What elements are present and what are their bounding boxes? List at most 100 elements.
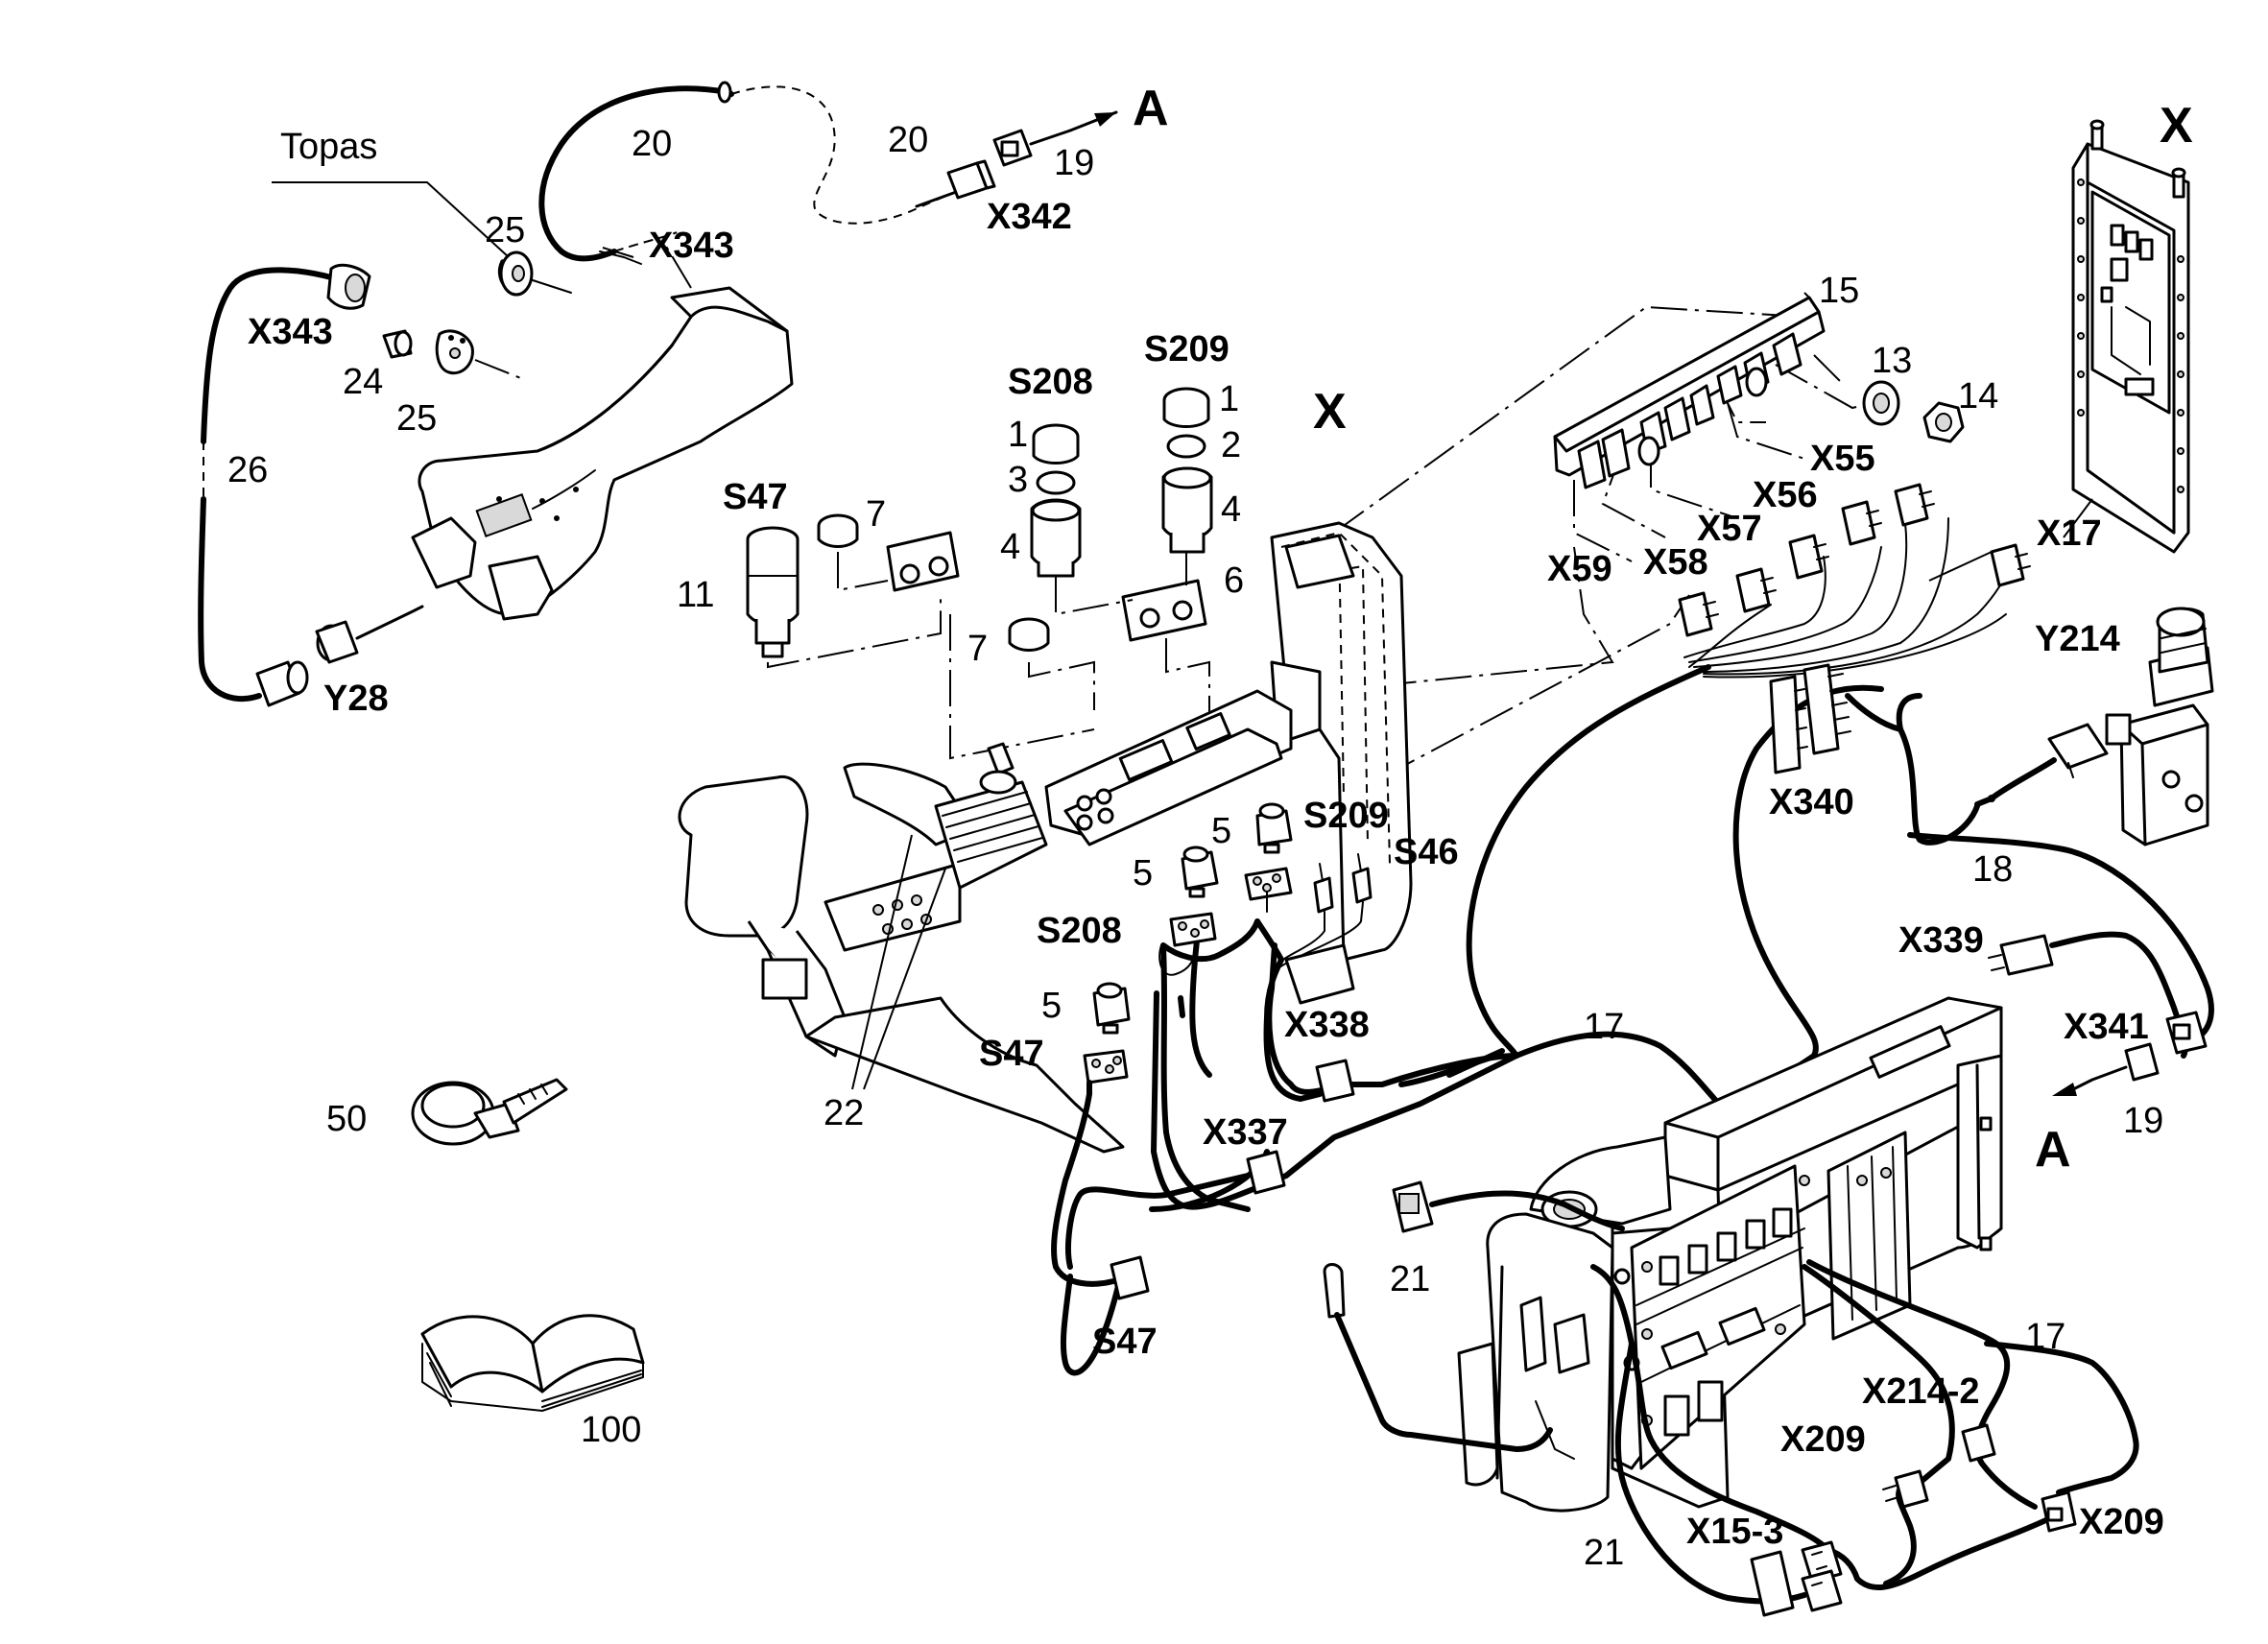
panel-15: [1553, 296, 1826, 489]
parts-13-14: [1862, 380, 1965, 443]
harness-17: [1060, 664, 1884, 1376]
label-24: 24: [343, 362, 383, 402]
label-s209-mid: S209: [1303, 796, 1389, 836]
connector-x342: [915, 110, 1118, 208]
label-x209a: X209: [1780, 1419, 1866, 1460]
label-7a: 7: [866, 494, 886, 535]
label-22: 22: [824, 1093, 864, 1133]
label-21b: 21: [1584, 1533, 1624, 1573]
label-x17: X17: [2037, 513, 2102, 554]
label-x343-left: X343: [248, 312, 333, 352]
label-100: 100: [581, 1410, 641, 1450]
label-4b: 4: [1221, 489, 1241, 530]
label-x-right: X: [2160, 98, 2193, 154]
wires-x55-x59: [1683, 517, 2012, 679]
label-25b: 25: [396, 398, 437, 439]
label-x343-top: X343: [649, 226, 734, 266]
label-5c: 5: [1041, 986, 1062, 1026]
label-x340: X340: [1769, 782, 1854, 822]
label-x342: X342: [987, 197, 1072, 237]
mid-switch-parts: [1083, 802, 1373, 1084]
cable-tie-50: [411, 1078, 568, 1146]
label-x341: X341: [2064, 1007, 2149, 1047]
label-s47-top: S47: [723, 477, 788, 517]
label-s47-bottom: S47: [1092, 1322, 1158, 1362]
operator-seat-joystick: [678, 742, 1125, 1154]
label-20a: 20: [632, 124, 672, 164]
label-25a: 25: [485, 210, 525, 250]
harness-mid: [1051, 918, 1500, 1287]
mid-connectors: [1110, 1059, 1355, 1300]
label-5b: 5: [1133, 853, 1153, 893]
label-x58: X58: [1643, 542, 1708, 583]
label-s208-mid: S208: [1037, 911, 1122, 951]
label-x15-3: X15-3: [1686, 1512, 1783, 1552]
cable-26: [198, 263, 371, 707]
label-x339: X339: [1898, 920, 1984, 961]
label-50: 50: [326, 1099, 367, 1139]
label-15: 15: [1819, 271, 1859, 311]
leader-22: [851, 834, 946, 1090]
label-1a: 1: [1008, 415, 1028, 455]
label-19a: 19: [1054, 143, 1094, 183]
connector-y28: [315, 605, 424, 664]
label-x55: X55: [1810, 439, 1875, 479]
label-a-bottom: A: [2035, 1122, 2071, 1178]
label-2: 2: [1221, 425, 1241, 465]
connector-x340: [1769, 663, 1851, 774]
connector-x341: [2052, 1011, 2208, 1096]
part-7-caps: [817, 513, 1050, 652]
label-21a: 21: [1390, 1259, 1430, 1299]
label-y28: Y28: [323, 679, 389, 719]
label-14: 14: [1958, 376, 1998, 417]
mount-plates: [886, 531, 1207, 642]
cable-18: [1845, 693, 2214, 1044]
label-13: 13: [1872, 341, 1912, 381]
label-s47-mid: S47: [979, 1034, 1044, 1074]
parts-s209-stack: [1161, 387, 1213, 554]
leader-lines: [1803, 292, 2093, 582]
console-housing: [1044, 521, 1413, 962]
label-17a: 17: [1584, 1007, 1624, 1047]
label-x-mid: X: [1313, 384, 1347, 440]
label-x57: X57: [1697, 509, 1762, 549]
label-x214-2: X214-2: [1862, 1371, 1980, 1412]
connector-x343-top: [497, 247, 642, 297]
label-3: 3: [1008, 460, 1028, 500]
parts-s208-stack: [1030, 423, 1082, 578]
label-x338: X338: [1284, 1005, 1370, 1045]
label-18: 18: [1972, 849, 2013, 890]
label-x56: X56: [1753, 475, 1818, 515]
label-topas: Topas: [280, 127, 377, 167]
control-box: [1457, 996, 2003, 1513]
label-x209b: X209: [2079, 1502, 2164, 1542]
label-a-top: A: [1133, 81, 1169, 136]
label-17b: 17: [2025, 1317, 2065, 1357]
label-26: 26: [227, 450, 268, 490]
label-s46: S46: [1394, 832, 1459, 872]
connector-y214: [1974, 723, 2109, 807]
cable-20: [538, 81, 956, 262]
valve-y214: [2105, 607, 2214, 846]
label-20b: 20: [888, 120, 928, 160]
label-s208-top: S208: [1008, 362, 1093, 402]
label-x59: X59: [1547, 549, 1612, 589]
label-4a: 4: [1000, 527, 1020, 567]
connectors-x55-x59: [1678, 483, 2031, 637]
lever-21: [1323, 1263, 1553, 1452]
switch-s47: [746, 526, 800, 658]
topas-leader: [272, 181, 510, 258]
label-1b: 1: [1219, 379, 1239, 419]
label-5a: 5: [1211, 811, 1231, 851]
connector-21: [1392, 1180, 1625, 1233]
label-6: 6: [1224, 560, 1244, 601]
label-19b: 19: [2123, 1101, 2163, 1141]
label-11: 11: [677, 575, 714, 615]
manual-100: [420, 1314, 645, 1412]
module-x: [2071, 119, 2190, 554]
topas-armrest: [411, 239, 794, 621]
parts-24-25: [382, 329, 524, 380]
labels: Topas 20 20 19 A X342 X343 25 X343 24 25…: [227, 81, 2193, 1573]
label-x337: X337: [1203, 1112, 1288, 1153]
